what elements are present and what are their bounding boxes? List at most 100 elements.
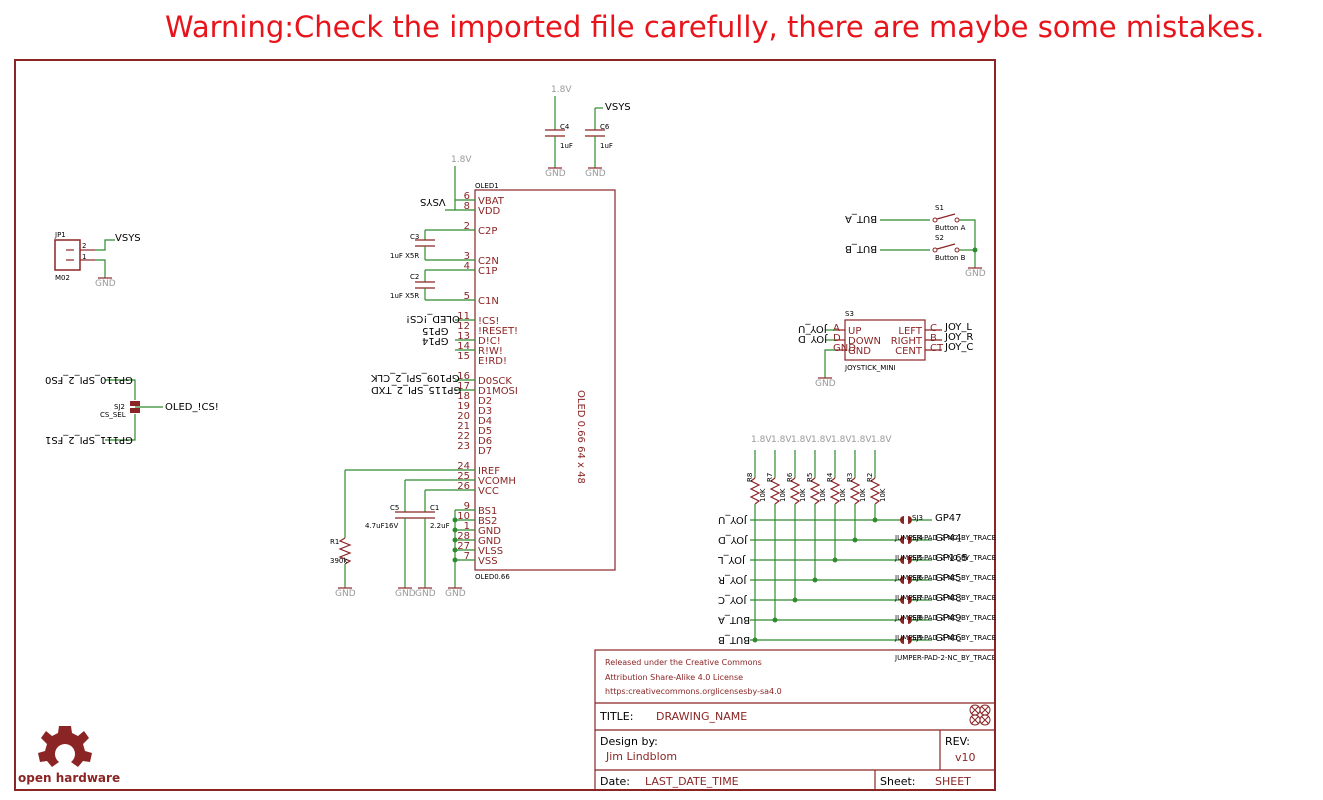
- jp1-ref: JP1: [54, 231, 66, 239]
- oled-pin-name: D3: [478, 406, 492, 417]
- r1-ref: R1: [330, 538, 339, 546]
- s1-value: Button A: [935, 224, 966, 232]
- resistor-value: 10K: [779, 488, 787, 502]
- license-line-2: Attribution Share-Alike 4.0 License: [605, 673, 743, 682]
- jumper-pad: [900, 576, 904, 584]
- gp109-net-label: GP109_SPI_2_CLK: [371, 372, 460, 383]
- joystick-pin-number: GND: [833, 343, 856, 354]
- c5-value: 4.7uF16V: [365, 522, 399, 530]
- power-1v8-label: 1.8V: [811, 435, 832, 445]
- joystick-pin-name: RIGHT: [891, 336, 923, 347]
- oled-pin-number: 19: [457, 401, 470, 412]
- jumper-gpio-label: GP49: [935, 613, 962, 624]
- resistor-value: 10K: [879, 488, 887, 502]
- rev-value: v10: [955, 751, 976, 764]
- gnd-label: GND: [445, 589, 466, 599]
- oled-pin-name: VCOMH: [478, 476, 516, 487]
- joystick-pin-name: CENT: [895, 346, 923, 357]
- oled-pin-name: D0SCK: [478, 376, 512, 387]
- net-label: JOY_L: [718, 554, 746, 565]
- oled-pin-number: 15: [457, 351, 470, 362]
- oled-pin-number: 8: [464, 201, 470, 212]
- jp1-pin1: 1: [82, 253, 86, 261]
- resistor-body: [809, 477, 821, 505]
- gp14-net-label: GP14: [422, 335, 449, 346]
- c2-ref: C2: [410, 273, 419, 281]
- jumper-pad: [900, 536, 904, 544]
- jumper-gpio-label: GP45: [935, 573, 962, 584]
- connector-jp1: JP1 M02 2 1 VSYS GND: [54, 231, 141, 289]
- vsys-net-label: VSYS: [420, 196, 446, 207]
- s2-ref: S2: [935, 234, 944, 242]
- sheet-value: SHEET: [935, 775, 971, 788]
- power-1v8-label: 1.8V: [831, 435, 852, 445]
- oshw-mark-icon: [969, 704, 991, 726]
- jp1-part: M02: [55, 274, 70, 282]
- oled-pin-number: 1: [464, 521, 470, 532]
- jumper-gpio-label: GP48: [935, 593, 962, 604]
- c4-ref: C4: [560, 123, 570, 131]
- oled-pin-name: C1N: [478, 296, 499, 307]
- joystick-pin-name: DOWN: [848, 336, 881, 347]
- c4-value: 1uF: [560, 142, 573, 150]
- import-warning: Warning:Check the imported file carefull…: [165, 10, 1265, 44]
- oled-pin-name: !RESET!: [478, 326, 518, 337]
- joystick-pin-number: A: [833, 323, 840, 334]
- jumper-ref: SJ5: [912, 554, 923, 562]
- cap-c6: VSYS C6 1uF GND: [585, 102, 631, 179]
- jp1-pin2: 2: [82, 242, 86, 250]
- oled-pin-name: BS1: [478, 506, 497, 517]
- joy-r-net-label: JOY_R: [944, 332, 973, 343]
- open-hardware-logo: open hardware: [18, 726, 120, 785]
- oled-pin-name: R!W!: [478, 346, 503, 357]
- oled-pin-number: 3: [464, 251, 470, 262]
- resistor-ref: R3: [846, 473, 854, 482]
- jumper-pad: [900, 516, 904, 524]
- joystick-pin-number: CT: [930, 343, 944, 354]
- resistor-body: [849, 477, 861, 505]
- resistor-body: [769, 477, 781, 505]
- jumper-sj2: GP110_SPI_2_FS0 GP111_SPI_2_FS1 SJ2 CS_S…: [45, 374, 219, 445]
- net-label: JOY_U: [718, 514, 748, 525]
- oled-pin-name: C2N: [478, 256, 499, 267]
- oled-pin-name: VSS: [478, 556, 498, 567]
- resistor-ref: R4: [826, 472, 834, 482]
- net-label: JOY_R: [718, 574, 747, 585]
- joystick-pin-number: B: [930, 333, 937, 344]
- jumper-ref: SJ4: [912, 534, 924, 542]
- oled-pin-number: 22: [457, 431, 470, 442]
- oled-pin-number: 20: [457, 411, 470, 422]
- date-value: LAST_DATE_TIME: [645, 775, 739, 788]
- oled-pin-name: VLSS: [478, 546, 503, 557]
- oled-pin-number: 10: [457, 511, 470, 522]
- oled-pin-name: D7: [478, 446, 492, 457]
- oled-pin-number: 11: [457, 311, 470, 322]
- resistor-body: [749, 477, 761, 505]
- oled-pin-name: BS2: [478, 516, 497, 527]
- gp15-net-label: GP15: [422, 325, 449, 336]
- but-b-net-label: BUT_B: [845, 243, 877, 254]
- resistor-body: [829, 477, 841, 505]
- resistor-ref: R2: [866, 473, 874, 482]
- oled-value: OLED 0.66 64 x 48: [575, 390, 586, 484]
- jumper-pad: [908, 556, 912, 564]
- oled-pin-number: 13: [457, 331, 470, 342]
- joy-d-net-label: JOY_D: [798, 333, 828, 344]
- jumper-gpio-label: GP47: [935, 513, 962, 524]
- net-label: BUT_B: [718, 634, 750, 645]
- designer-name: Jim Lindblom: [605, 750, 677, 763]
- vsys-net-label: VSYS: [605, 102, 631, 113]
- logo-text: open hardware: [18, 771, 120, 785]
- jumper-pad: [900, 556, 904, 564]
- jumper-last-part: JUMPER-PAD-2-NC_BY_TRACE: [894, 654, 996, 662]
- oled-pin-number: 26: [457, 481, 470, 492]
- power-1v8-label: 1.8V: [551, 85, 572, 95]
- vsys-net-label: VSYS: [115, 233, 141, 244]
- gnd-label: GND: [335, 589, 356, 599]
- jumper-pad: [900, 616, 904, 624]
- joystick-pin-name: UP: [848, 326, 861, 337]
- date-label: Date:: [600, 775, 630, 788]
